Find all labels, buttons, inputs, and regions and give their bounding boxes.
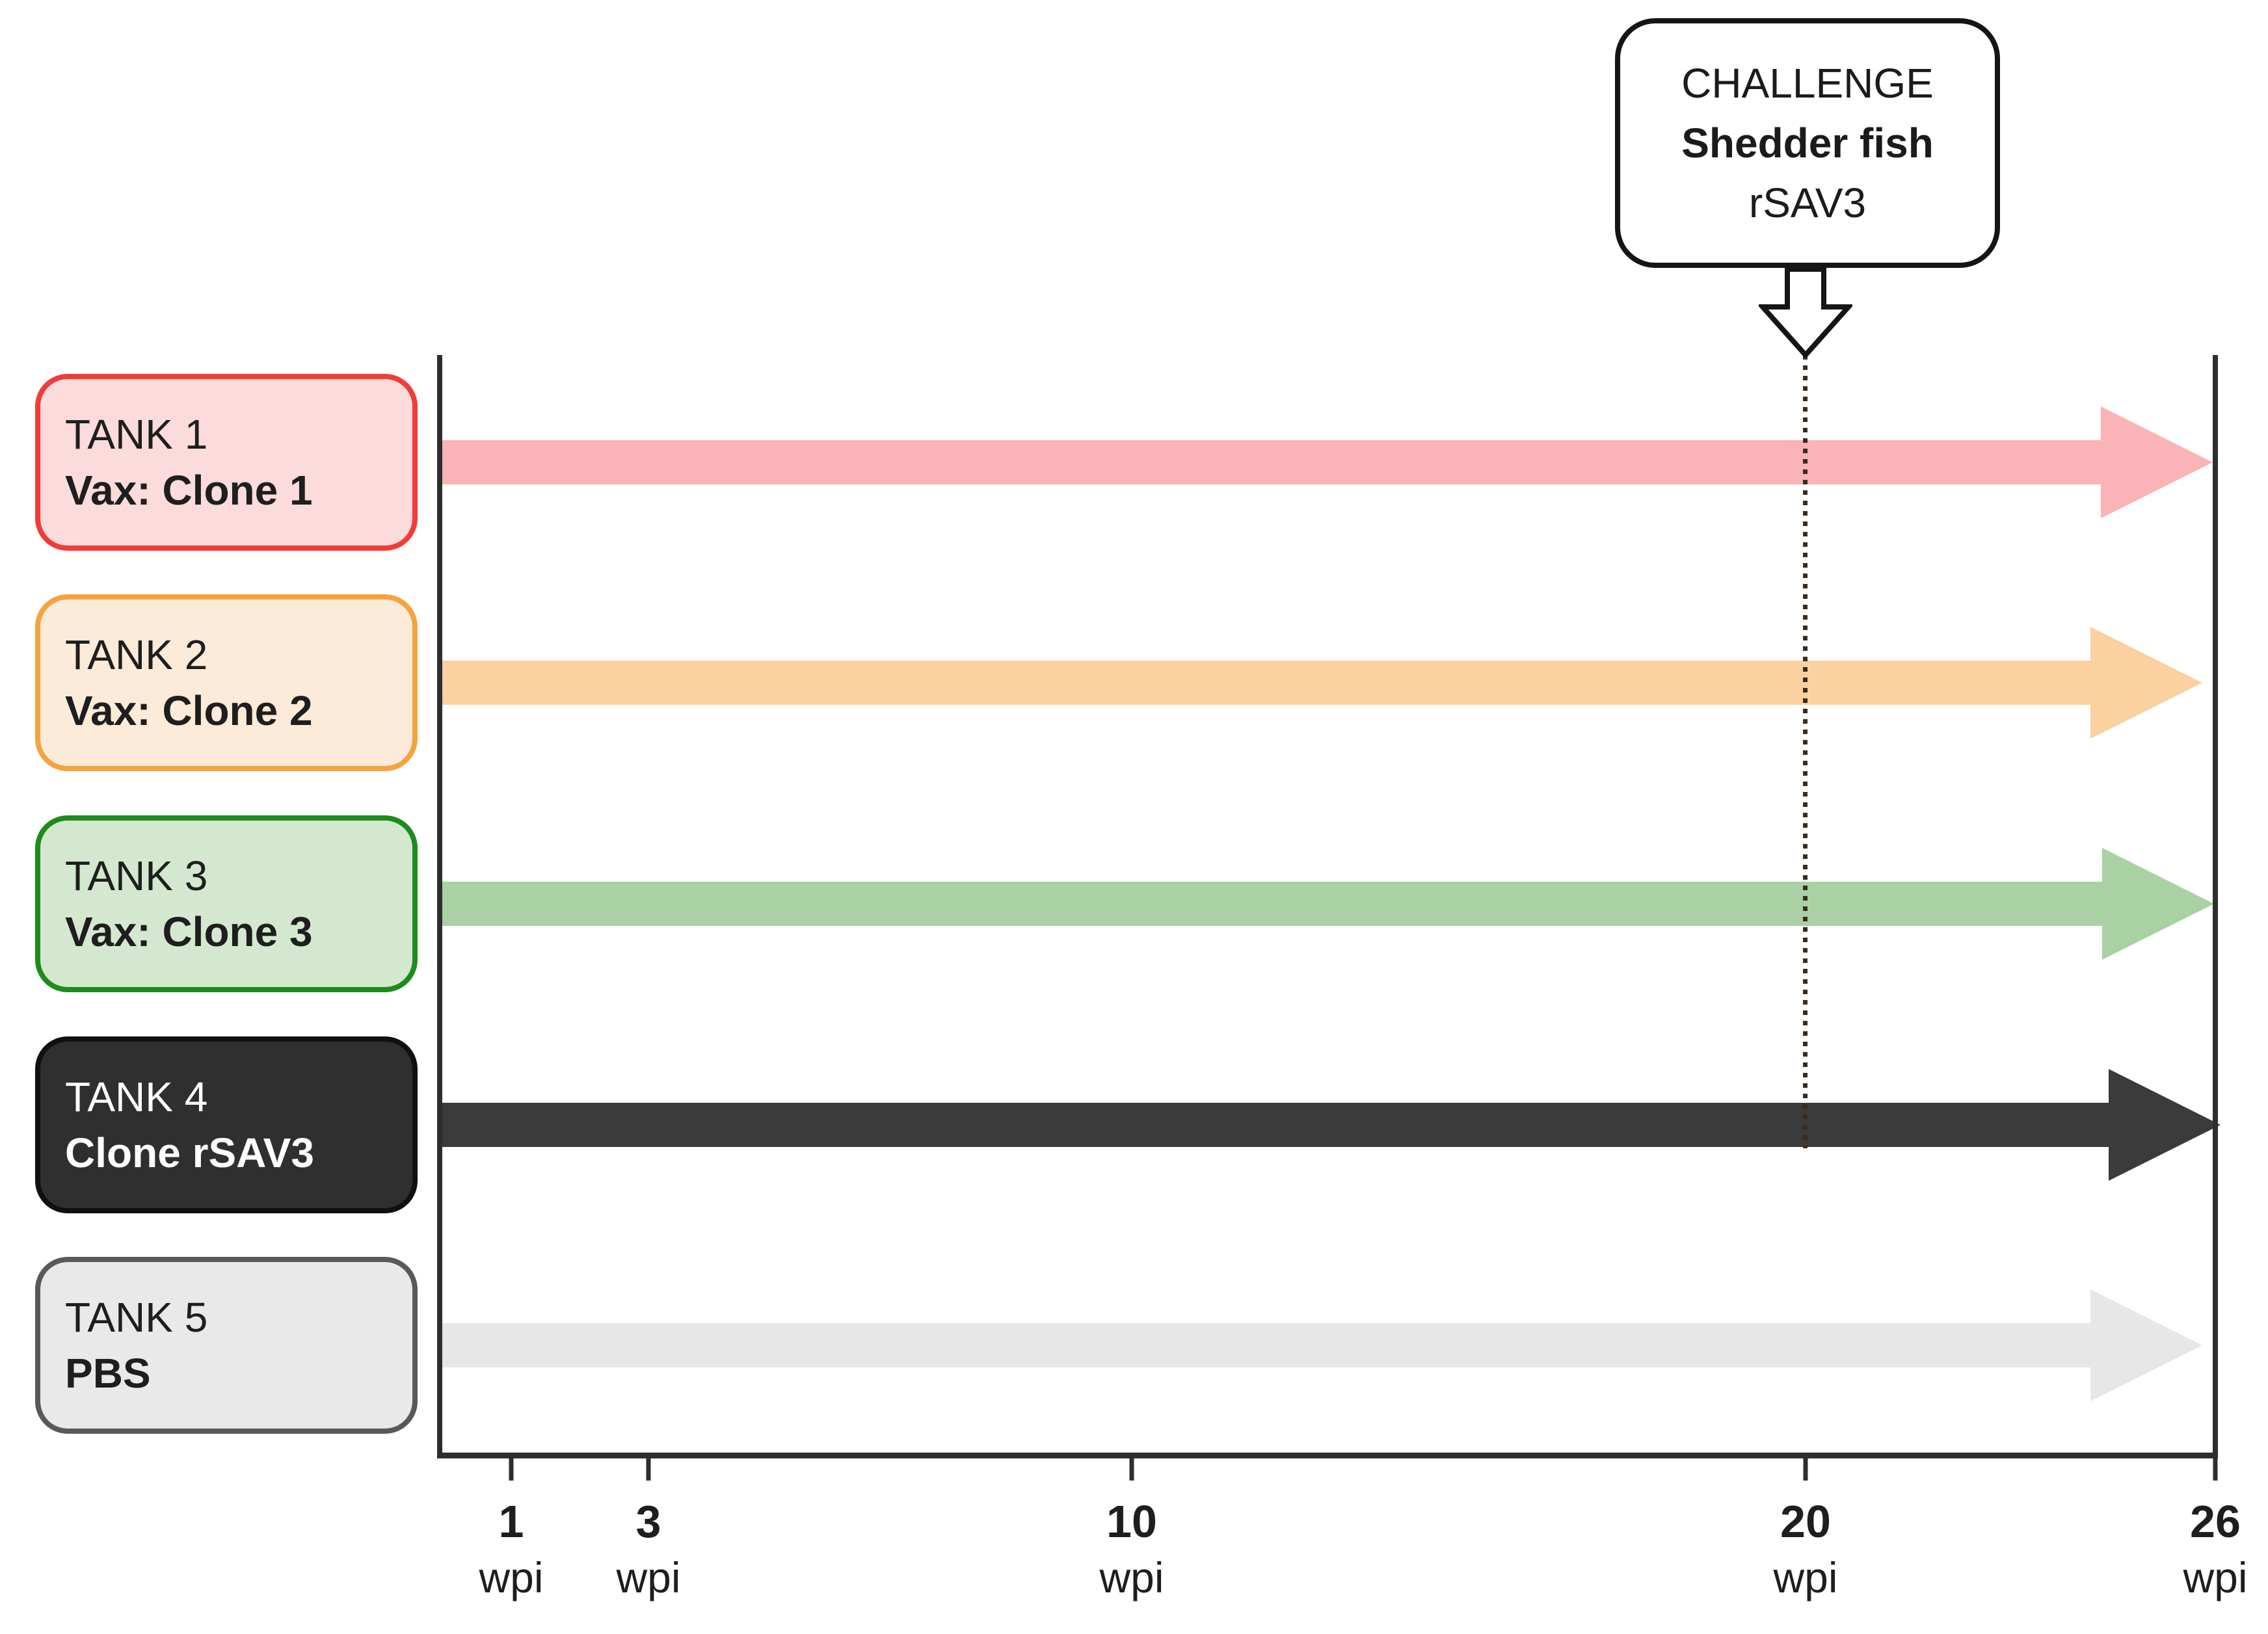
tank-1-timeline-arrow-shaft	[440, 440, 2101, 484]
tick-value: 20	[1780, 1496, 1831, 1547]
tank-3-name: TANK 3	[65, 852, 208, 899]
tank-3-timeline-arrow-head-icon	[2102, 848, 2214, 960]
tank-5-name: TANK 5	[65, 1294, 208, 1341]
tank-4-timeline-arrow-shaft	[440, 1103, 2109, 1147]
tick-mark	[1803, 1458, 1808, 1481]
tank-5-timeline-arrow-head-icon	[2090, 1289, 2202, 1401]
tank-1-timeline-arrow-head-icon	[2101, 406, 2213, 518]
tank-row-5: TANK 5 PBS	[0, 1257, 2268, 1434]
tick-unit: wpi	[616, 1553, 681, 1601]
x-axis-line	[437, 1453, 2218, 1458]
tank-row-1: TANK 1 Vax: Clone 1	[0, 374, 2268, 551]
tick-mark	[509, 1458, 514, 1481]
x-tick-20wpi: 20 wpi	[1773, 1458, 1838, 1601]
tank-3-treatment: Vax: Clone 3	[65, 908, 313, 955]
tank-row-2: TANK 2 Vax: Clone 2	[0, 594, 2268, 771]
x-tick-10wpi: 10 wpi	[1099, 1458, 1164, 1600]
x-tick-1wpi: 1 wpi	[479, 1458, 544, 1601]
tank-2-label-box: TANK 2 Vax: Clone 2	[35, 594, 418, 771]
tank-5-label-box: TANK 5 PBS	[35, 1257, 418, 1434]
tank-5-treatment: PBS	[65, 1350, 151, 1397]
tick-value: 3	[635, 1496, 661, 1547]
tank-2-timeline-arrow-shaft	[440, 661, 2090, 705]
x-tick-3wpi: 3 wpi	[616, 1458, 681, 1601]
tank-2-timeline-arrow-head-icon	[2090, 627, 2202, 739]
tank-4-label-box: TANK 4 Clone rSAV3	[35, 1036, 418, 1213]
plot-right-boundary-line	[2213, 355, 2218, 1458]
tick-mark	[2213, 1458, 2218, 1481]
tank-2-treatment: Vax: Clone 2	[65, 687, 313, 734]
tank-3-timeline-arrow-shaft	[440, 882, 2102, 926]
tank-row-4: TANK 4 Clone rSAV3	[0, 1036, 2268, 1213]
challenge-subject: Shedder fish	[1681, 120, 1934, 166]
tank-4-treatment: Clone rSAV3	[65, 1129, 314, 1176]
tank-row-3: TANK 3 Vax: Clone 3	[0, 815, 2268, 992]
tick-value: 1	[498, 1496, 524, 1547]
tank-1-treatment: Vax: Clone 1	[65, 467, 313, 514]
challenge-down-arrow-icon	[1759, 267, 1852, 358]
tick-mark	[1129, 1458, 1134, 1481]
tank-1-name: TANK 1	[65, 411, 208, 458]
challenge-strain: rSAV3	[1748, 179, 1867, 226]
tank-3-label-box: TANK 3 Vax: Clone 3	[35, 815, 418, 992]
tank-5-timeline-arrow-shaft	[440, 1323, 2090, 1367]
tick-value: 10	[1106, 1496, 1157, 1547]
tick-unit: wpi	[1773, 1553, 1838, 1601]
tick-unit: wpi	[2183, 1553, 2248, 1601]
challenge-dotted-line	[1803, 355, 1808, 1148]
challenge-callout: CHALLENGE Shedder fish rSAV3	[1615, 18, 2000, 268]
plot-left-boundary-line	[437, 355, 442, 1458]
tank-4-timeline-arrow-head-icon	[2109, 1069, 2221, 1181]
tick-unit: wpi	[479, 1553, 544, 1601]
tick-unit: wpi	[1099, 1553, 1164, 1601]
tank-2-name: TANK 2	[65, 631, 208, 678]
tick-value: 26	[2190, 1496, 2241, 1547]
x-tick-26wpi: 26 wpi	[2183, 1458, 2248, 1601]
tank-1-label-box: TANK 1 Vax: Clone 1	[35, 374, 418, 551]
tank-4-name: TANK 4	[65, 1074, 208, 1120]
tick-mark	[646, 1458, 651, 1481]
challenge-title: CHALLENGE	[1681, 60, 1934, 107]
